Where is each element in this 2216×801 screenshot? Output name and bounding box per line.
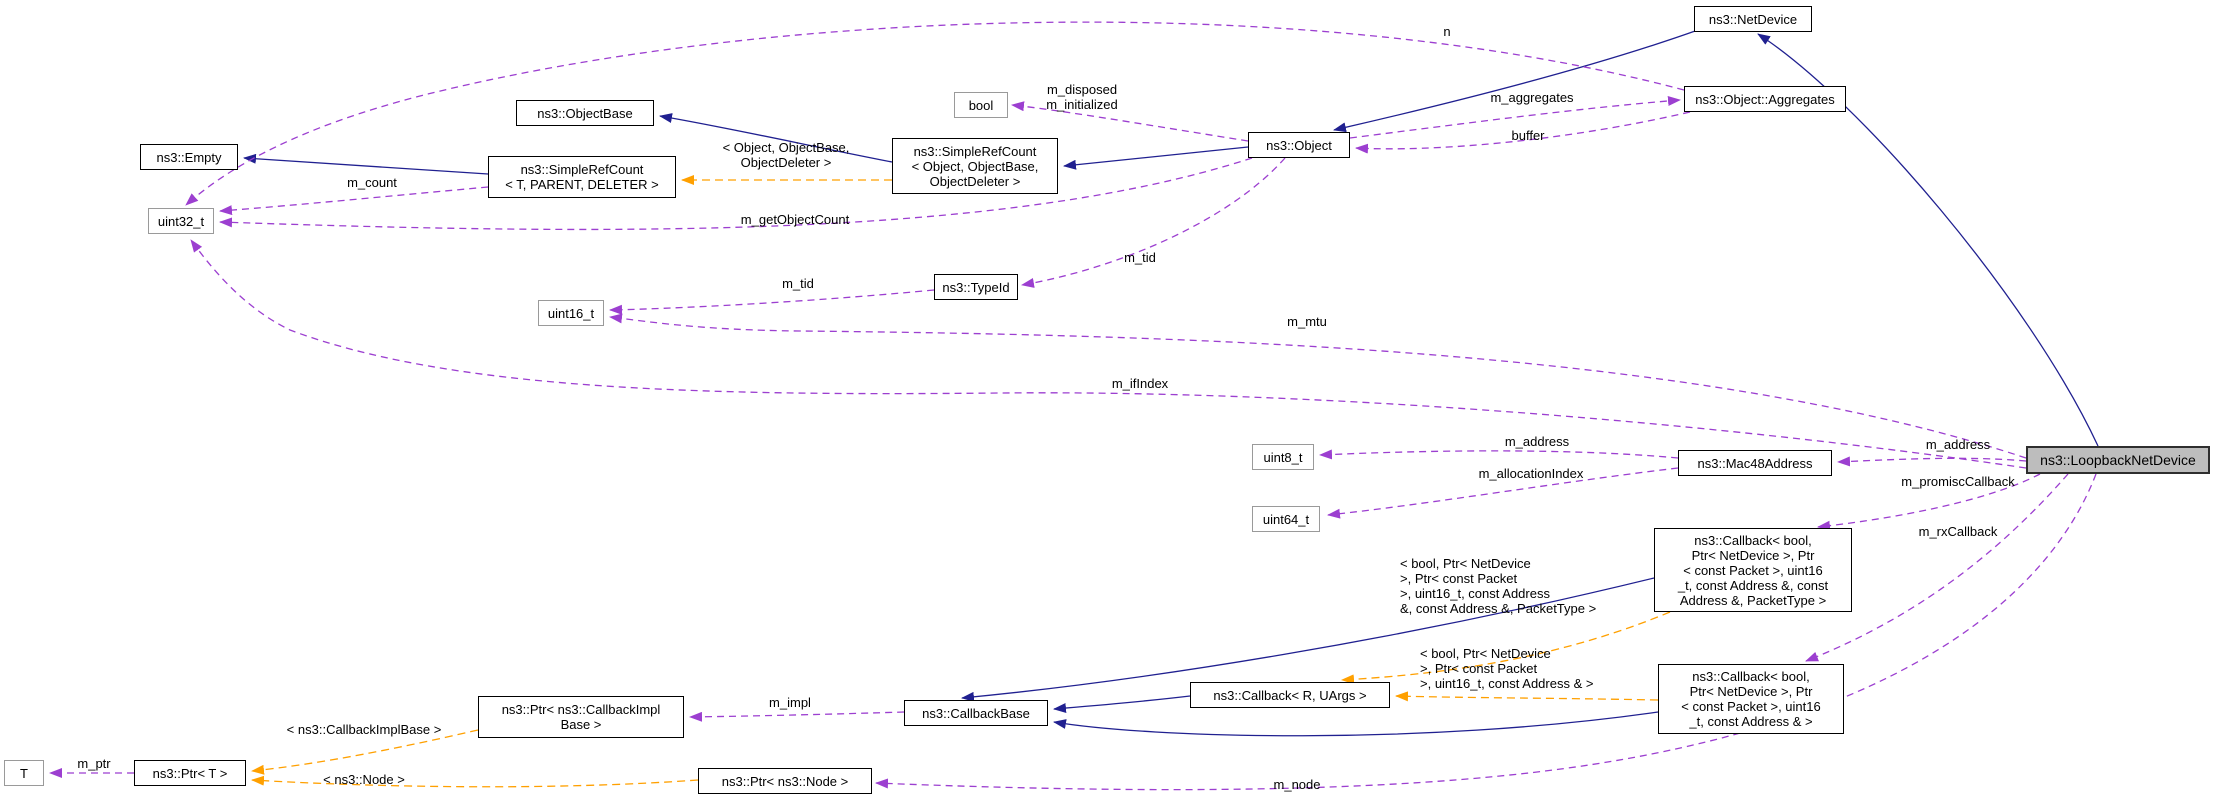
edge-label-m-address-mac: m_address — [1504, 434, 1570, 449]
edge-member-address-mac — [1319, 449, 1679, 460]
edge-member-tid-object — [1021, 157, 1286, 288]
edge-label-m-ifindex: m_ifIndex — [1111, 376, 1169, 391]
class-box-ptr-node[interactable]: ns3::Ptr< ns3::Node > — [698, 768, 872, 794]
edge-member-n — [185, 21, 1685, 206]
edge-member-buffer — [1355, 111, 1691, 154]
edge-member-count — [219, 186, 489, 216]
edge-member-disposed-initialized — [1011, 101, 1249, 142]
edge-label-buffer: buffer — [1511, 128, 1545, 143]
edge-inherit-callbacktemplate-callbackbase — [1053, 695, 1191, 713]
type-box-t: T — [4, 760, 44, 786]
class-box-ptr-callbackimplbase[interactable]: ns3::Ptr< ns3::CallbackImpl Base > — [478, 696, 684, 738]
edge-member-mtu — [609, 313, 2027, 459]
type-box-uint16-t: uint16_t — [538, 300, 604, 326]
class-box-callback-promisc[interactable]: ns3::Callback< bool, Ptr< NetDevice >, P… — [1654, 528, 1852, 612]
class-box-simplerefcount[interactable]: ns3::SimpleRefCount < T, PARENT, DELETER… — [488, 156, 676, 198]
type-box-uint8-t: uint8_t — [1252, 444, 1314, 470]
edge-label-m-ptr: m_ptr — [77, 756, 111, 771]
edge-member-allocationindex — [1327, 467, 1679, 519]
class-box-typeid[interactable]: ns3::TypeId — [934, 274, 1018, 300]
class-box-object[interactable]: ns3::Object — [1248, 132, 1350, 158]
edge-template-rx — [1395, 691, 1659, 702]
edge-label-m-impl: m_impl — [769, 695, 811, 710]
edge-member-rxcallback — [1805, 473, 2069, 662]
edge-inherit-simplerefcount-object-objectbase — [659, 113, 893, 163]
edge-template-callbackimplbase — [251, 729, 479, 775]
edge-inherit-simplerefcount-empty — [243, 153, 489, 175]
edge-label-m-address-device: m_address — [1925, 437, 1991, 452]
edge-label-m-mtu: m_mtu — [1287, 314, 1327, 329]
class-box-callback-rx[interactable]: ns3::Callback< bool, Ptr< NetDevice >, P… — [1658, 664, 1844, 734]
edge-label-m-allocationindex: m_allocationIndex — [1478, 466, 1584, 481]
edge-label-tmpl-node: < ns3::Node > — [323, 772, 405, 787]
edge-template-node — [251, 775, 699, 788]
edge-label-tmpl-objectdeleter: < Object, ObjectBase, ObjectDeleter > — [722, 140, 850, 170]
class-box-mac48address[interactable]: ns3::Mac48Address — [1678, 450, 1832, 476]
type-box-uint64-t: uint64_t — [1252, 506, 1320, 532]
edge-inherit-netdevice-object — [1333, 29, 1699, 133]
class-box-object-aggregates[interactable]: ns3::Object::Aggregates — [1684, 86, 1846, 112]
edge-label-m-aggregates: m_aggregates — [1490, 90, 1574, 105]
edge-member-promisccallback — [1817, 473, 2041, 531]
edge-member-getobjectcount — [219, 157, 1253, 231]
class-box-netdevice[interactable]: ns3::NetDevice — [1694, 6, 1812, 32]
edge-label-m-tid-typeid: m_tid — [782, 276, 814, 291]
edge-label-tmpl-rx: < bool, Ptr< NetDevice >, Ptr< const Pac… — [1420, 646, 1594, 691]
edge-label-m-count: m_count — [347, 175, 397, 190]
edge-label-m-disposed-initialized: m_disposed m_initialized — [1046, 82, 1118, 112]
class-box-callback-template[interactable]: ns3::Callback< R, UArgs > — [1190, 682, 1390, 708]
type-box-uint32-t: uint32_t — [148, 208, 214, 234]
edge-label-n: n — [1443, 24, 1451, 39]
class-box-loopbacknetdevice-target: ns3::LoopbackNetDevice — [2026, 446, 2210, 474]
class-box-ptr-t[interactable]: ns3::Ptr< T > — [134, 760, 246, 786]
class-box-simplerefcount-object[interactable]: ns3::SimpleRefCount < Object, ObjectBase… — [892, 138, 1058, 194]
edge-label-m-node: m_node — [1273, 777, 1321, 792]
edge-member-tid-typeid — [609, 289, 935, 315]
edge-inherit-callbackpromisc-callbackbase — [961, 577, 1655, 702]
edge-template-promisc — [1341, 611, 1671, 685]
edge-inherit-object-simplerefcount-object — [1063, 146, 1249, 170]
class-box-objectbase[interactable]: ns3::ObjectBase — [516, 100, 654, 126]
type-box-bool: bool — [954, 92, 1008, 118]
edge-label-m-promisccallback: m_promiscCallback — [1901, 474, 2015, 489]
edge-label-tmpl-promisc: < bool, Ptr< NetDevice >, Ptr< const Pac… — [1400, 556, 1597, 616]
edge-member-aggregates — [1349, 95, 1681, 139]
edge-member-ifindex — [190, 239, 2027, 469]
edge-label-m-rxcallback: m_rxCallback — [1918, 524, 1998, 539]
class-box-empty[interactable]: ns3::Empty — [140, 144, 238, 170]
edge-label-m-getobjectcount: m_getObjectCount — [740, 212, 850, 227]
edge-inherit-callbackrx-callbackbase — [1053, 711, 1659, 737]
edge-label-tmpl-callbackimplbase: < ns3::CallbackImplBase > — [286, 722, 442, 737]
edge-label-m-tid-object: m_tid — [1124, 250, 1156, 265]
edge-member-node — [875, 473, 2097, 791]
class-box-callbackbase[interactable]: ns3::CallbackBase — [904, 700, 1048, 726]
edge-inherit-loopback-netdevice — [1757, 33, 2099, 447]
edge-member-impl — [689, 711, 905, 722]
edge-member-address-device — [1837, 456, 2027, 467]
